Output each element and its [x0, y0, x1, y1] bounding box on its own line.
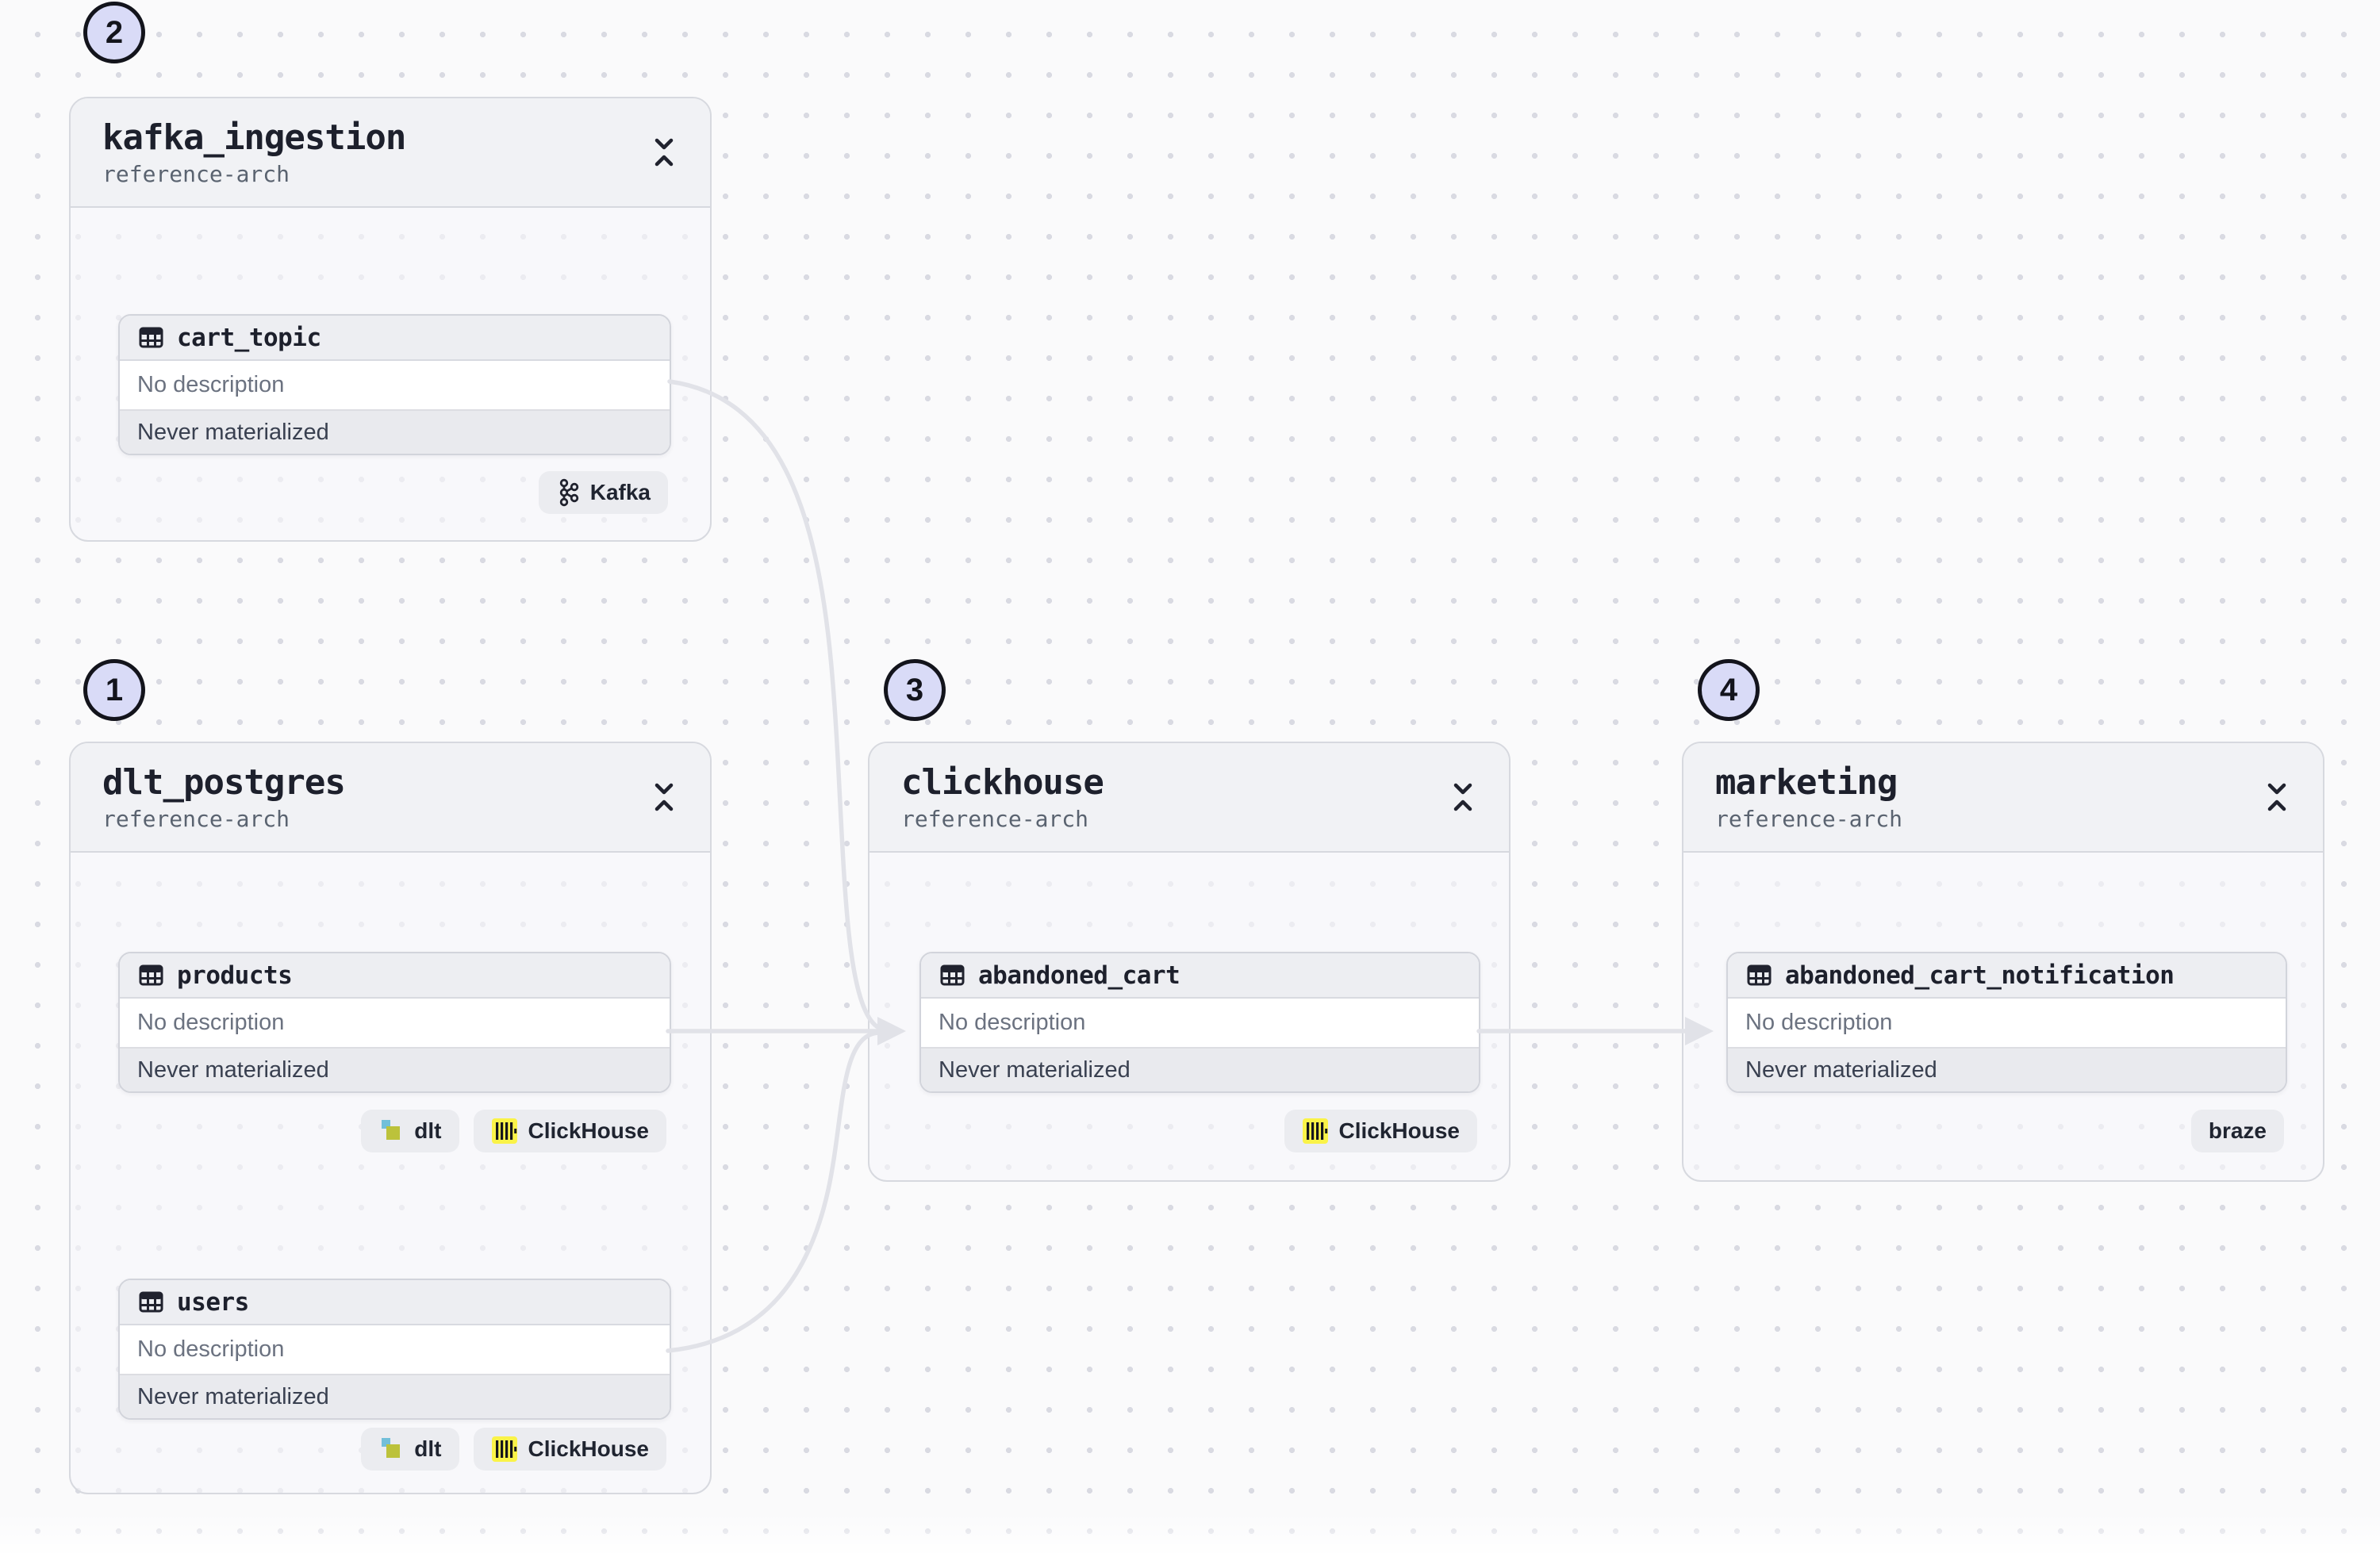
asset-status: Never materialized [120, 1047, 670, 1091]
asset-description: No description [120, 999, 670, 1047]
asset-description: No description [120, 361, 670, 409]
table-icon [1745, 961, 1773, 989]
group-title: clickhouse [901, 762, 1104, 803]
table-icon [137, 1288, 165, 1316]
asset-name: abandoned_cart_notification [1785, 961, 2175, 990]
step-number: 4 [1719, 672, 1738, 707]
step-number: 2 [105, 14, 124, 50]
dlt-badge[interactable]: dlt [361, 1428, 459, 1471]
asset-name: cart_topic [177, 323, 321, 352]
badge-label: ClickHouse [528, 1436, 650, 1461]
dlt-badge[interactable]: dlt [361, 1110, 459, 1152]
group-header: kafka_ingestion reference-arch [71, 98, 710, 208]
clickhouse-badge[interactable]: ClickHouse [1284, 1110, 1477, 1152]
clickhouse-icon [491, 1118, 518, 1145]
clickhouse-badge[interactable]: ClickHouse [473, 1110, 666, 1152]
collapse-icon[interactable] [650, 135, 678, 170]
badge-label: ClickHouse [528, 1118, 650, 1143]
asset-status: Never materialized [1728, 1047, 2286, 1091]
group-header: marketing reference-arch [1683, 743, 2323, 853]
asset-name: abandoned_cart [978, 961, 1180, 990]
asset-status: Never materialized [120, 1374, 670, 1418]
dlt-icon [378, 1436, 404, 1462]
group-header: dlt_postgres reference-arch [71, 743, 710, 853]
collapse-icon[interactable] [1449, 780, 1477, 815]
asset-description: No description [1728, 999, 2286, 1047]
badge-label: ClickHouse [1338, 1118, 1461, 1143]
asset-group-dlt-postgres[interactable]: dlt_postgres reference-arch products No … [69, 742, 712, 1494]
clickhouse-icon [491, 1436, 518, 1463]
group-title: kafka_ingestion [102, 117, 406, 158]
clickhouse-icon [1302, 1118, 1329, 1145]
collapse-icon[interactable] [2263, 780, 2291, 815]
step-badge-3: 3 [884, 659, 946, 721]
asset-status: Never materialized [921, 1047, 1479, 1091]
asset-card-cart-topic[interactable]: cart_topic No description Never material… [118, 314, 671, 455]
asset-group-clickhouse[interactable]: clickhouse reference-arch abandoned_cart… [868, 742, 1511, 1182]
kafka-badge[interactable]: Kafka [538, 471, 668, 514]
asset-card-products[interactable]: products No description Never materializ… [118, 952, 671, 1093]
kafka-icon [556, 478, 580, 507]
group-subtitle: reference-arch [1715, 806, 1903, 832]
step-badge-4: 4 [1698, 659, 1760, 721]
dlt-icon [378, 1118, 404, 1144]
collapse-icon[interactable] [650, 780, 678, 815]
step-number: 1 [105, 672, 124, 707]
asset-group-kafka-ingestion[interactable]: kafka_ingestion reference-arch cart_topi… [69, 97, 712, 542]
group-title: dlt_postgres [102, 762, 346, 803]
table-icon [939, 961, 966, 989]
clickhouse-badge[interactable]: ClickHouse [473, 1428, 666, 1471]
asset-card-abandoned-cart[interactable]: abandoned_cart No description Never mate… [919, 952, 1480, 1093]
group-subtitle: reference-arch [102, 806, 290, 832]
badge-label: Kafka [589, 480, 651, 504]
asset-name: users [177, 1287, 249, 1317]
asset-name: products [177, 961, 293, 990]
group-subtitle: reference-arch [901, 806, 1089, 832]
asset-description: No description [921, 999, 1479, 1047]
asset-group-marketing[interactable]: marketing reference-arch abandoned_cart_… [1682, 742, 2324, 1182]
group-title: marketing [1715, 762, 1898, 803]
bottom-fade [0, 1512, 2380, 1553]
badge-label: dlt [414, 1436, 442, 1461]
badge-label: braze [2208, 1118, 2267, 1143]
table-icon [137, 324, 165, 351]
step-badge-1: 1 [83, 659, 145, 721]
asset-description: No description [120, 1325, 670, 1374]
group-subtitle: reference-arch [102, 161, 290, 187]
group-header: clickhouse reference-arch [869, 743, 1509, 853]
braze-badge[interactable]: braze [2190, 1110, 2284, 1152]
asset-status: Never materialized [120, 409, 670, 454]
badge-label: dlt [414, 1118, 442, 1143]
asset-card-abandoned-cart-notification[interactable]: abandoned_cart_notification No descripti… [1726, 952, 2287, 1093]
step-number: 3 [905, 672, 924, 707]
step-badge-2: 2 [83, 2, 145, 63]
asset-card-users[interactable]: users No description Never materialized [118, 1279, 671, 1420]
table-icon [137, 961, 165, 989]
